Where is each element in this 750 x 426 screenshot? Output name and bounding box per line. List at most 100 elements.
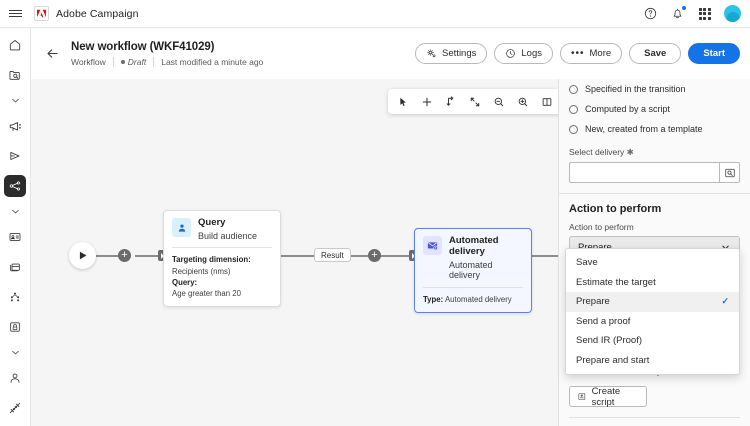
avatar[interactable] (724, 5, 741, 22)
add-node-button-1[interactable]: + (118, 249, 131, 262)
query-node-divider (172, 247, 272, 249)
dropdown-option-send-ir-proof[interactable]: Send IR (Proof) (566, 331, 739, 351)
checkmark-icon: ✓ (721, 296, 729, 307)
sidebar-item-workflows[interactable] (4, 175, 26, 197)
radio-icon-1 (569, 104, 578, 114)
transition-arrow-icon[interactable] (441, 92, 461, 112)
app-grid-icon[interactable] (697, 6, 712, 21)
chevron-down-icon-group3[interactable] (9, 346, 22, 359)
sidebar-item-privacy[interactable] (4, 316, 26, 338)
select-cursor-icon[interactable] (393, 92, 413, 112)
automated-delivery-icon (423, 236, 442, 255)
global-header-actions (643, 5, 750, 22)
bell-icon[interactable] (670, 5, 687, 21)
dropdown-option-label-3: Send a proof (576, 315, 631, 327)
radio-specified-in-transition[interactable]: Specified in the transition (569, 79, 740, 99)
delivery-node-subtitle: Automated delivery (449, 259, 493, 281)
query-node[interactable]: Query Build audience Targeting dimension… (163, 210, 281, 308)
more-label: More (589, 48, 612, 59)
sidebar-item-channels[interactable] (4, 397, 26, 419)
sidebar-item-users[interactable] (4, 367, 26, 389)
sidebar-item-deliveries[interactable] (4, 145, 26, 167)
transition-label-result-1[interactable]: Result (314, 248, 351, 262)
zoom-out-icon[interactable] (489, 92, 509, 112)
radio-icon-0 (569, 84, 578, 94)
dropdown-option-prepare-and-start[interactable]: Prepare and start (566, 351, 739, 371)
sidebar-item-profiles[interactable] (4, 226, 26, 248)
help-circle-icon[interactable] (643, 6, 658, 21)
query-node-subtitle: Build audience (198, 230, 258, 241)
clock-icon (506, 49, 516, 58)
more-button[interactable]: ••• More (559, 43, 623, 64)
delivery-picker-icon[interactable] (719, 162, 740, 183)
subtitle-divider-1 (112, 56, 114, 67)
hamburger-menu-icon[interactable] (0, 8, 30, 19)
dropdown-option-save[interactable]: Save (566, 253, 739, 273)
sidebar-item-home[interactable] (4, 34, 26, 56)
action-section-title: Action to perform (569, 203, 662, 215)
radio-label-2: New, created from a template (585, 124, 703, 134)
dropdown-option-estimate-the-target[interactable]: Estimate the target (566, 273, 739, 293)
dropdown-option-label-0: Save (576, 257, 598, 269)
dropdown-option-send-a-proof[interactable]: Send a proof (566, 312, 739, 332)
save-button[interactable]: Save (629, 43, 682, 64)
settings-button[interactable]: Settings (415, 43, 488, 64)
node-anchor-delivery[interactable] (409, 250, 418, 261)
add-activity-icon[interactable] (417, 92, 437, 112)
create-script-button[interactable]: Create script (569, 386, 647, 408)
radio-label-0: Specified in the transition (585, 84, 686, 94)
zoom-in-icon[interactable] (513, 92, 533, 112)
canvas-toolbar (388, 89, 562, 114)
transition-label-1-text: Result (321, 250, 344, 260)
radio-computed-by-script[interactable]: Computed by a script (569, 99, 740, 119)
workflow-type-label: Workflow (71, 56, 106, 67)
map-overview-icon[interactable] (537, 92, 557, 112)
radio-new-from-template[interactable]: New, created from a template (569, 119, 740, 139)
more-dots-icon: ••• (570, 47, 585, 59)
panel-divider-1 (559, 193, 750, 194)
sidebar-item-audiences[interactable] (4, 256, 26, 278)
query-person-icon (172, 218, 191, 237)
sidebar-item-explore[interactable] (4, 64, 26, 86)
action-to-perform-dropdown[interactable]: Save Estimate the target Prepare ✓ Send … (565, 248, 740, 375)
radio-icon-2 (569, 124, 578, 134)
workflow-titles: New workflow (WKF41029) Workflow Draft L… (71, 41, 263, 67)
workflow-actions: Settings Logs ••• More Save Start (415, 43, 740, 64)
logs-button[interactable]: Logs (494, 43, 553, 64)
fit-to-screen-icon[interactable] (465, 92, 485, 112)
start-button[interactable]: Start (688, 43, 740, 64)
add-node-button-2[interactable]: + (368, 249, 381, 262)
dropdown-option-prepare[interactable]: Prepare ✓ (566, 292, 739, 312)
workflow-start-node[interactable] (69, 242, 96, 269)
wire-plus-to-query (135, 255, 159, 257)
back-arrow-icon[interactable] (43, 45, 61, 63)
sidebar-item-campaigns[interactable] (4, 115, 26, 137)
wire-plus2-to-delivery (378, 255, 412, 257)
wire-result-to-plus2 (345, 255, 368, 257)
dropdown-option-label-1: Estimate the target (576, 276, 656, 288)
select-delivery-label-text: Select delivery (569, 147, 625, 157)
select-delivery-label: Select delivery ✱ (569, 147, 740, 158)
query-field-value-0: Recipients (nms) (172, 266, 231, 276)
dropdown-option-label-4: Send IR (Proof) (576, 335, 642, 347)
select-delivery-input[interactable] (569, 162, 719, 183)
notification-badge (681, 5, 687, 11)
delivery-node-header: Automated delivery Automated delivery (415, 229, 531, 287)
chevron-down-icon-group2[interactable] (9, 205, 22, 218)
action-selected-value: Prepare (578, 241, 612, 253)
query-node-title: Query (198, 217, 226, 228)
sidebar-item-schemas[interactable] (4, 286, 26, 308)
wire-start-to-plus (96, 255, 125, 257)
chevron-down-icon-group1[interactable] (9, 94, 22, 107)
delivery-node-body: Type: Automated delivery (415, 288, 531, 312)
delivery-node-title: Automated delivery (449, 235, 499, 257)
status-badge: Draft (120, 57, 146, 67)
adobe-logo-icon (34, 6, 49, 21)
node-anchor-query[interactable] (158, 250, 167, 261)
start-label: Start (703, 48, 725, 59)
query-node-body: Targeting dimension: Recipients (nms) Qu… (164, 248, 280, 306)
automated-delivery-node[interactable]: Automated delivery Automated delivery Ty… (414, 228, 532, 313)
save-label: Save (644, 48, 667, 59)
panel-divider-2 (569, 417, 740, 418)
